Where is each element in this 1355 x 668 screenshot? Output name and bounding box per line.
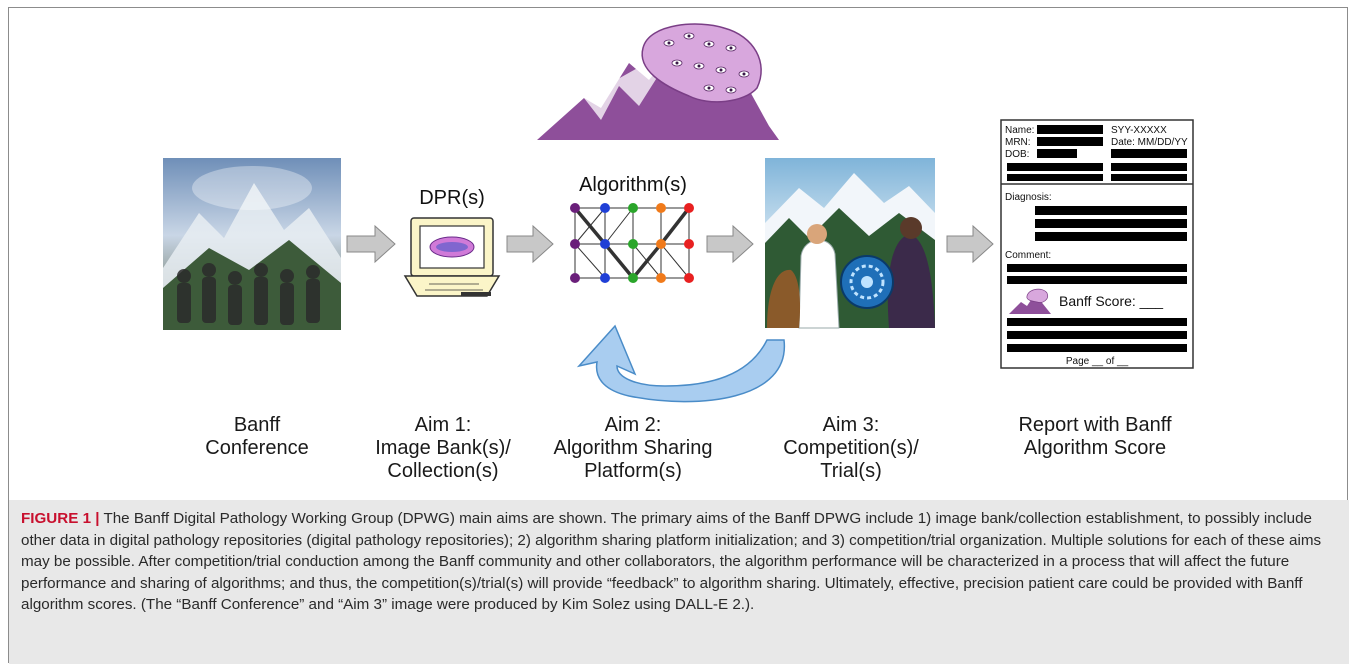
- report-id-text: SYY-XXXXX: [1111, 125, 1167, 136]
- flow-arrow-1: [346, 224, 396, 264]
- caption-lead: FIGURE 1 |: [21, 510, 100, 527]
- banff-conference-image: [163, 158, 341, 330]
- report-mrn-label: MRN:: [1005, 137, 1031, 148]
- pathology-report: Name: MRN: DOB: SYY-XXXXX Date: MM/DD/YY…: [1000, 119, 1194, 369]
- aim3-competition-image: [765, 158, 935, 329]
- report-page-label: Page __ of __: [1066, 356, 1129, 367]
- caption-text: The Banff Digital Pathology Working Grou…: [21, 510, 1322, 613]
- banff-mountain-logo: [537, 23, 779, 140]
- report-mountain-logo: [1009, 288, 1051, 314]
- report-score-label: Banff Score: ___: [1059, 293, 1163, 309]
- workflow-diagram: DPR(s) Algorithm(s): [163, 23, 1194, 403]
- report-comment-label: Comment:: [1005, 250, 1051, 261]
- figure-frame: DPR(s) Algorithm(s): [8, 7, 1349, 664]
- flow-arrow-3: [706, 224, 754, 264]
- report-name-label: Name:: [1005, 125, 1034, 136]
- report-date-text: Date: MM/DD/YY: [1111, 137, 1188, 148]
- figure-caption: FIGURE 1 | The Banff Digital Pathology W…: [9, 500, 1349, 664]
- stage-label-banff-conference: Banff Conference: [205, 414, 309, 459]
- computer-icon: [403, 217, 501, 297]
- flow-arrow-4: [946, 224, 994, 264]
- feedback-arrow: [576, 324, 785, 403]
- stage-label-aim2: Aim 2: Algorithm Sharing Platform(s): [553, 414, 713, 482]
- algorithm-nodes: [570, 203, 694, 283]
- report-dob-label: DOB:: [1005, 149, 1029, 160]
- stage-label-report: Report with Banff Algorithm Score: [1018, 414, 1172, 459]
- stage-label-aim3: Aim 3: Competition(s)/ Trial(s): [783, 414, 919, 482]
- algorithm-label: Algorithm(s): [579, 174, 687, 196]
- flow-arrow-2: [506, 224, 554, 264]
- stage-label-aim1: Aim 1: Image Bank(s)/ Collection(s): [375, 414, 511, 482]
- report-diagnosis-label: Diagnosis:: [1005, 192, 1052, 203]
- dpr-label: DPR(s): [419, 187, 485, 209]
